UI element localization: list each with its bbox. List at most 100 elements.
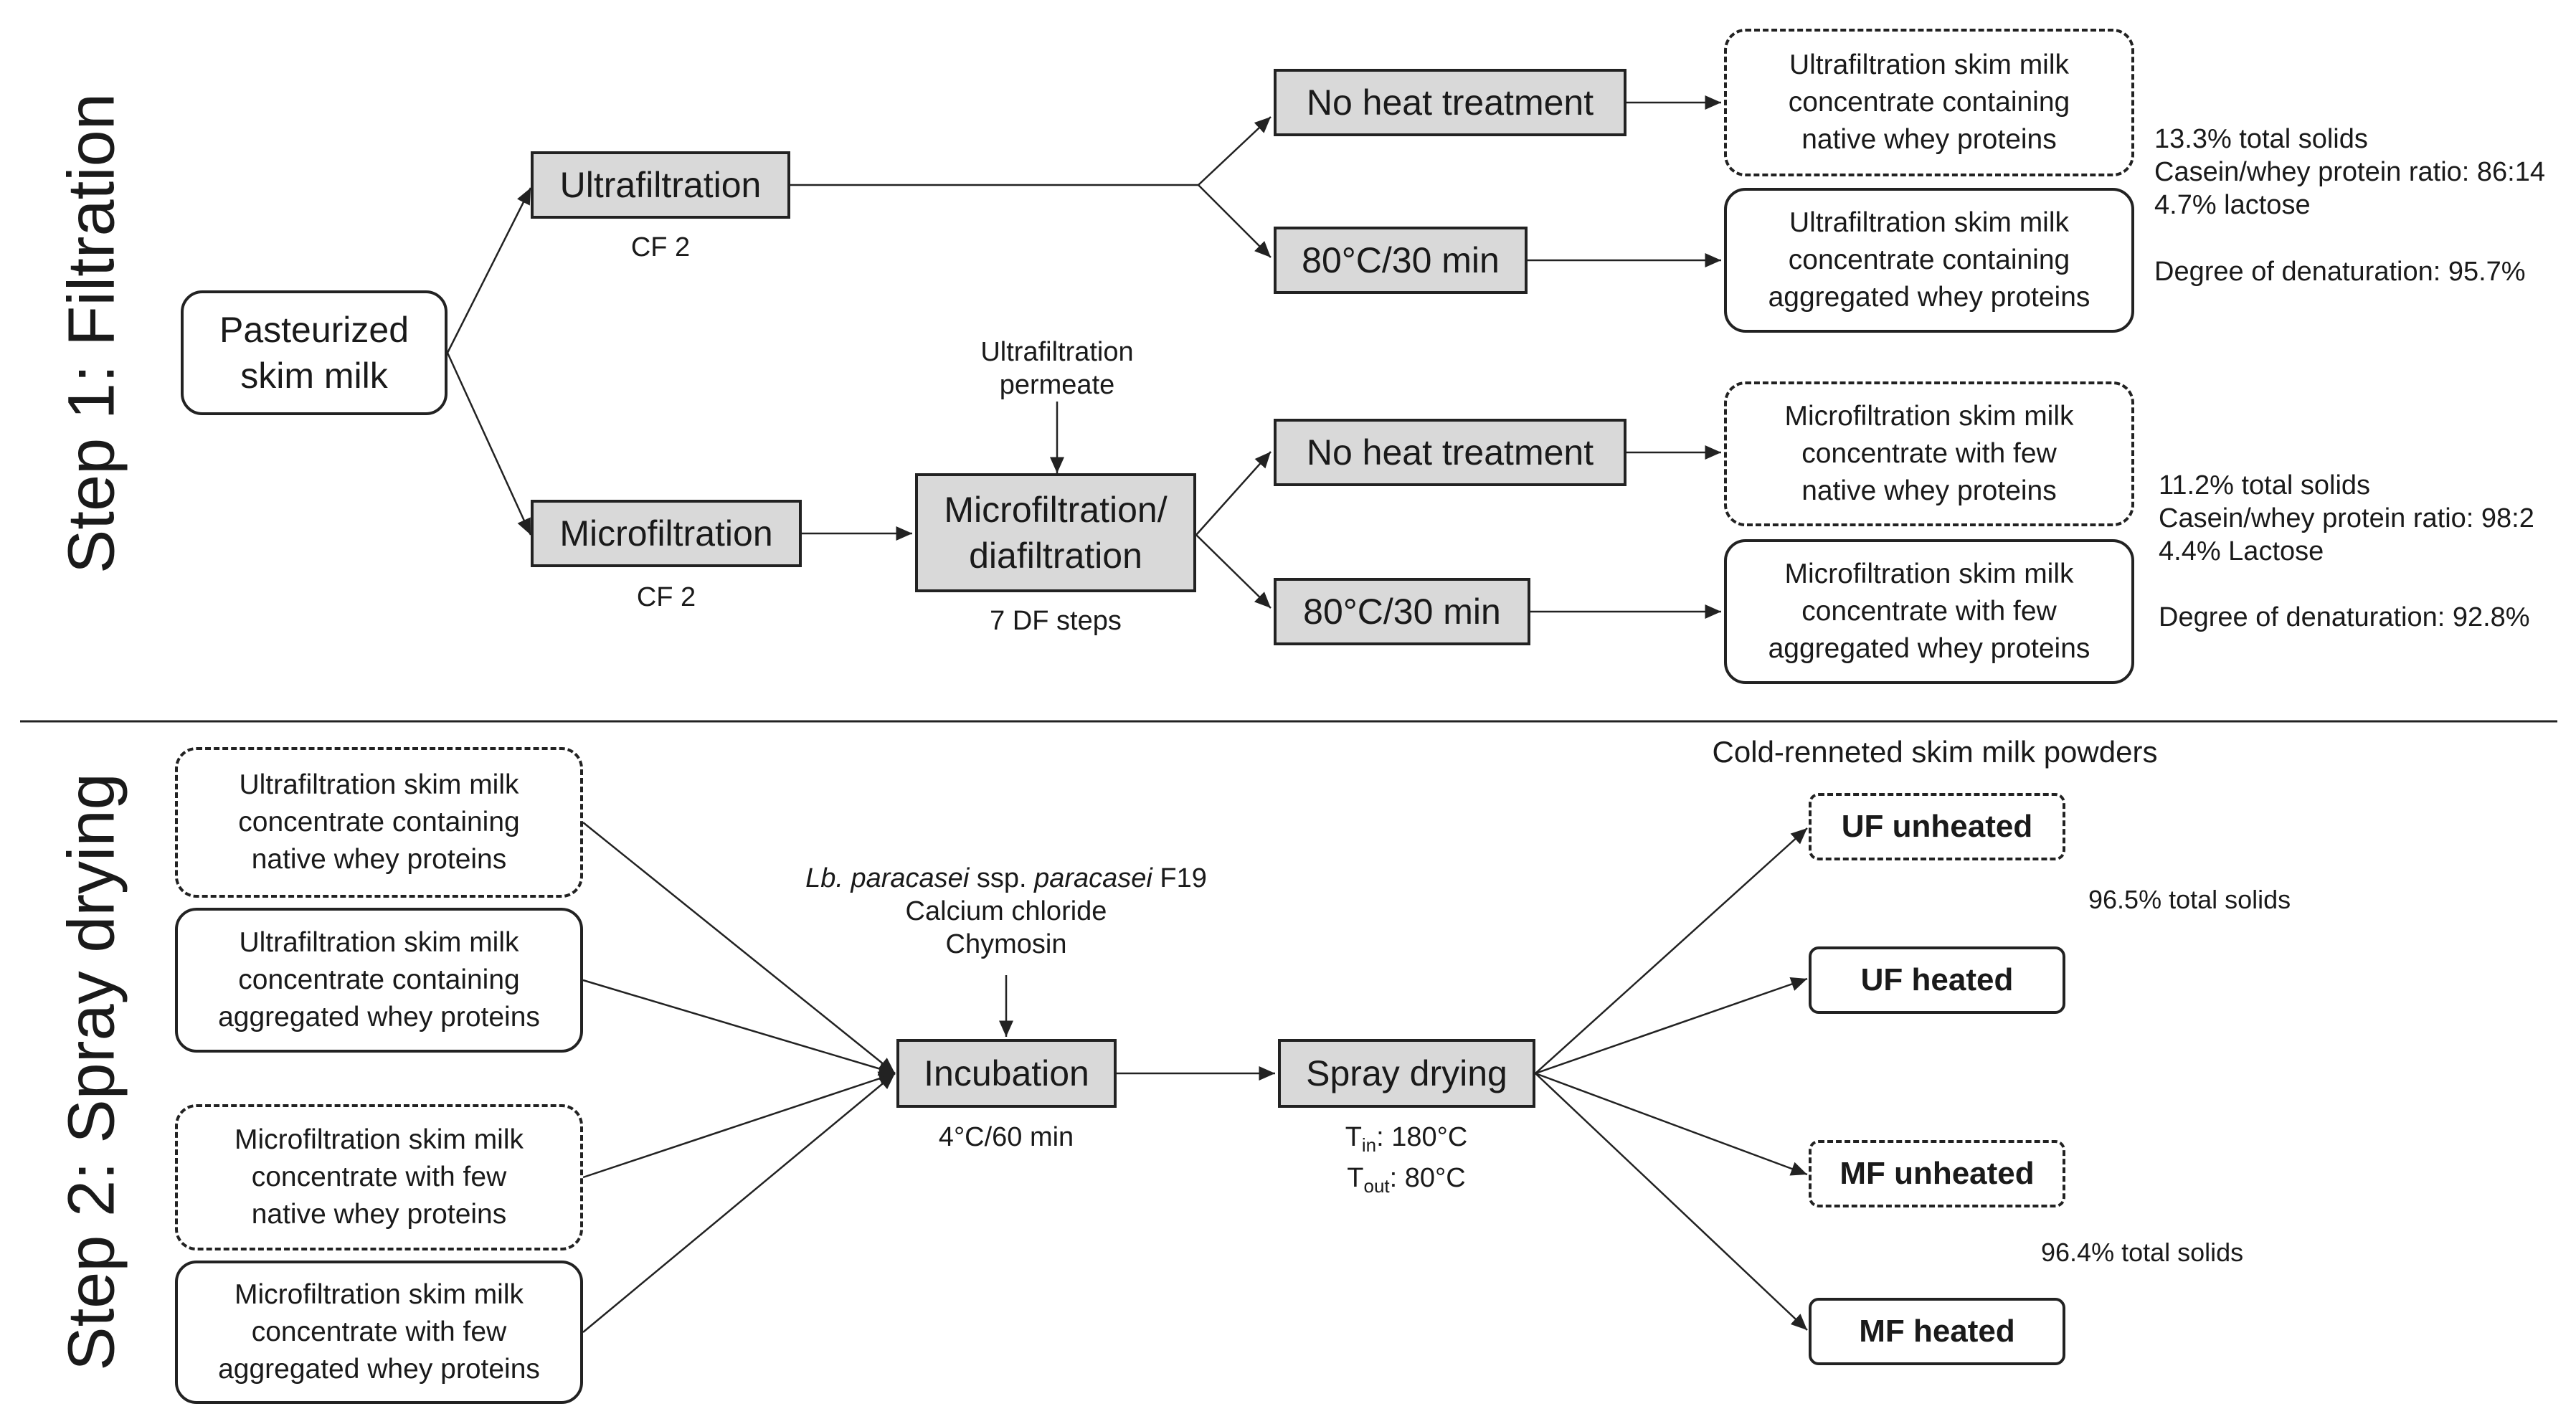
mf-casein-whey-ratio: Casein/whey protein ratio: 98:2	[2159, 503, 2534, 533]
arrow-spray-to-uf-unheated	[1535, 827, 1808, 1074]
source-line-1: Pasteurized	[219, 310, 409, 350]
arrow-spray-to-mf-unheated	[1535, 1072, 1808, 1176]
no-heat-treatment-box-1: No heat treatment	[1274, 69, 1626, 136]
t-in-label: Tin: 180°C	[1345, 1121, 1468, 1162]
heat-80c-box-2: 80°C/30 min	[1274, 578, 1530, 645]
mf-native-line-3: native whey proteins	[1801, 475, 2057, 506]
source-line-2: skim milk	[240, 356, 388, 396]
uf-agg-line-1: Ultrafiltration skim milk	[1789, 207, 2070, 238]
mf-agg-line-1: Microfiltration skim milk	[1784, 559, 2074, 589]
t-out-subscript: out	[1363, 1175, 1390, 1197]
uf-heated-box: UF heated	[1809, 946, 2065, 1014]
spray-input-uf-aggregated-box: Ultrafiltration skim milk concentrate co…	[175, 908, 583, 1053]
spray-input-mf-aggregated-box: Microfiltration skim milk concentrate wi…	[175, 1261, 583, 1404]
pasteurized-skim-milk-box: Pasteurized skim milk	[181, 290, 448, 415]
mf-total-solids: 11.2% total solids	[2159, 470, 2371, 500]
mf-cf-label: CF 2	[636, 582, 696, 612]
mf-unheated-box: MF unheated	[1809, 1140, 2065, 1207]
arrow-skim-to-uf	[446, 187, 532, 353]
t-in-subscript: in	[1361, 1134, 1377, 1156]
uf-native-concentrate-box: Ultrafiltration skim milk concentrate co…	[1724, 29, 2134, 176]
arrow-spray-to-uf-heated	[1535, 977, 1808, 1075]
permeate-line-1: Ultrafiltration	[980, 337, 1134, 367]
uf-lactose: 4.7% lactose	[2154, 190, 2311, 220]
culture-strain: F19	[1152, 863, 1207, 893]
input4-line-3: aggregated whey proteins	[218, 1354, 540, 1385]
ultrafiltration-box: Ultrafiltration	[531, 151, 790, 219]
uf-total-solids: 13.3% total solids	[2154, 124, 2368, 154]
mf-aggregated-concentrate-box: Microfiltration skim milk concentrate wi…	[1724, 539, 2134, 684]
uf-agg-line-2: concentrate containing	[1788, 245, 2070, 275]
culture-ssp: ssp.	[969, 863, 1035, 893]
arrow-spray-to-mf-heated	[1535, 1073, 1808, 1331]
input2-line-1: Ultrafiltration skim milk	[239, 927, 519, 958]
uf-agg-line-3: aggregated whey proteins	[1768, 282, 2090, 313]
uf-casein-whey-ratio: Casein/whey protein ratio: 86:14	[2154, 157, 2545, 187]
mf-lactose: 4.4% Lactose	[2159, 536, 2324, 566]
df-steps-label: 7 DF steps	[990, 606, 1122, 636]
input3-line-2: concentrate with few	[251, 1162, 507, 1192]
mf-composition-stats: 11.2% total solids Casein/whey protein r…	[2159, 469, 2534, 568]
input4-line-1: Microfiltration skim milk	[234, 1279, 524, 1310]
step1-label: Step 1: Filtration	[55, 93, 128, 574]
uf-native-line-1: Ultrafiltration skim milk	[1789, 49, 2070, 80]
culture-genus: Lb. paracasei	[805, 863, 970, 893]
mf-denaturation: Degree of denaturation: 92.8%	[2159, 602, 2530, 632]
permeate-line-2: permeate	[999, 370, 1115, 400]
uf-native-line-3: native whey proteins	[1801, 124, 2057, 155]
spray-input-uf-native-box: Ultrafiltration skim milk concentrate co…	[175, 747, 583, 898]
no-heat-treatment-box-2: No heat treatment	[1274, 419, 1626, 486]
uf-composition-stats: 13.3% total solids Casein/whey protein r…	[2154, 123, 2545, 222]
diafiltration-line-1: Microfiltration/	[944, 490, 1168, 530]
step2-label: Step 2: Spray drying	[55, 773, 128, 1371]
spray-input-mf-native-box: Microfiltration skim milk concentrate wi…	[175, 1104, 583, 1250]
microfiltration-box: Microfiltration	[531, 500, 802, 567]
input4-line-2: concentrate with few	[251, 1316, 507, 1347]
arrow-input1-to-incubation	[582, 822, 896, 1074]
uf-denaturation: Degree of denaturation: 95.7%	[2154, 257, 2526, 287]
arrow-input4-to-incubation	[582, 1073, 896, 1333]
arrow-split-to-heat1	[1198, 184, 1272, 258]
t-out-value: : 80°C	[1389, 1163, 1466, 1193]
chymosin-label: Chymosin	[945, 929, 1067, 959]
powders-title: Cold-renneted skim milk powders	[1712, 735, 2158, 769]
t-out-label: Tout: 80°C	[1345, 1162, 1468, 1202]
input2-line-2: concentrate containing	[238, 964, 520, 995]
diafiltration-box: Microfiltration/ diafiltration	[915, 473, 1196, 592]
arrow-input2-to-incubation	[582, 979, 896, 1076]
t-in-value: : 180°C	[1376, 1122, 1468, 1152]
arrow-diafiltration-to-heat2	[1195, 534, 1272, 609]
input2-line-3: aggregated whey proteins	[218, 1002, 540, 1033]
heat-80c-box-1: 80°C/30 min	[1274, 227, 1528, 294]
calcium-chloride-label: Calcium chloride	[905, 896, 1107, 926]
mf-heated-box: MF heated	[1809, 1298, 2065, 1365]
incubation-condition: 4°C/60 min	[938, 1122, 1074, 1152]
arrow-input3-to-incubation	[582, 1071, 896, 1179]
uf-powder-solids: 96.5% total solids	[2088, 885, 2291, 914]
t-in-symbol: T	[1345, 1122, 1362, 1152]
arrow-skim-to-mf	[446, 352, 532, 536]
input1-line-2: concentrate containing	[238, 807, 520, 837]
mf-powder-solids: 96.4% total solids	[2041, 1238, 2244, 1267]
incubation-box: Incubation	[896, 1039, 1117, 1108]
uf-aggregated-concentrate-box: Ultrafiltration skim milk concentrate co…	[1724, 188, 2134, 333]
uf-native-line-2: concentrate containing	[1788, 87, 2070, 118]
input1-line-1: Ultrafiltration skim milk	[239, 769, 519, 800]
uf-permeate-label: Ultrafiltration permeate	[980, 336, 1133, 402]
mf-native-line-2: concentrate with few	[1801, 438, 2057, 469]
spray-drying-box: Spray drying	[1278, 1039, 1535, 1108]
culture-subspecies: paracasei	[1034, 863, 1152, 893]
input3-line-3: native whey proteins	[251, 1199, 507, 1230]
diafiltration-line-2: diafiltration	[969, 536, 1142, 576]
incubation-additives: Lb. paracasei ssp. paracasei F19 Calcium…	[805, 862, 1207, 961]
spray-temperatures: Tin: 180°C Tout: 80°C	[1345, 1121, 1468, 1202]
culture-label: Lb. paracasei ssp. paracasei F19	[805, 862, 1207, 895]
mf-agg-line-3: aggregated whey proteins	[1768, 633, 2090, 664]
arrow-split-to-noheat1	[1198, 116, 1272, 186]
mf-native-line-1: Microfiltration skim milk	[1784, 401, 2074, 432]
input1-line-3: native whey proteins	[251, 844, 507, 875]
t-out-symbol: T	[1347, 1163, 1364, 1193]
arrow-diafiltration-to-noheat2	[1195, 451, 1272, 536]
uf-unheated-box: UF unheated	[1809, 793, 2065, 860]
